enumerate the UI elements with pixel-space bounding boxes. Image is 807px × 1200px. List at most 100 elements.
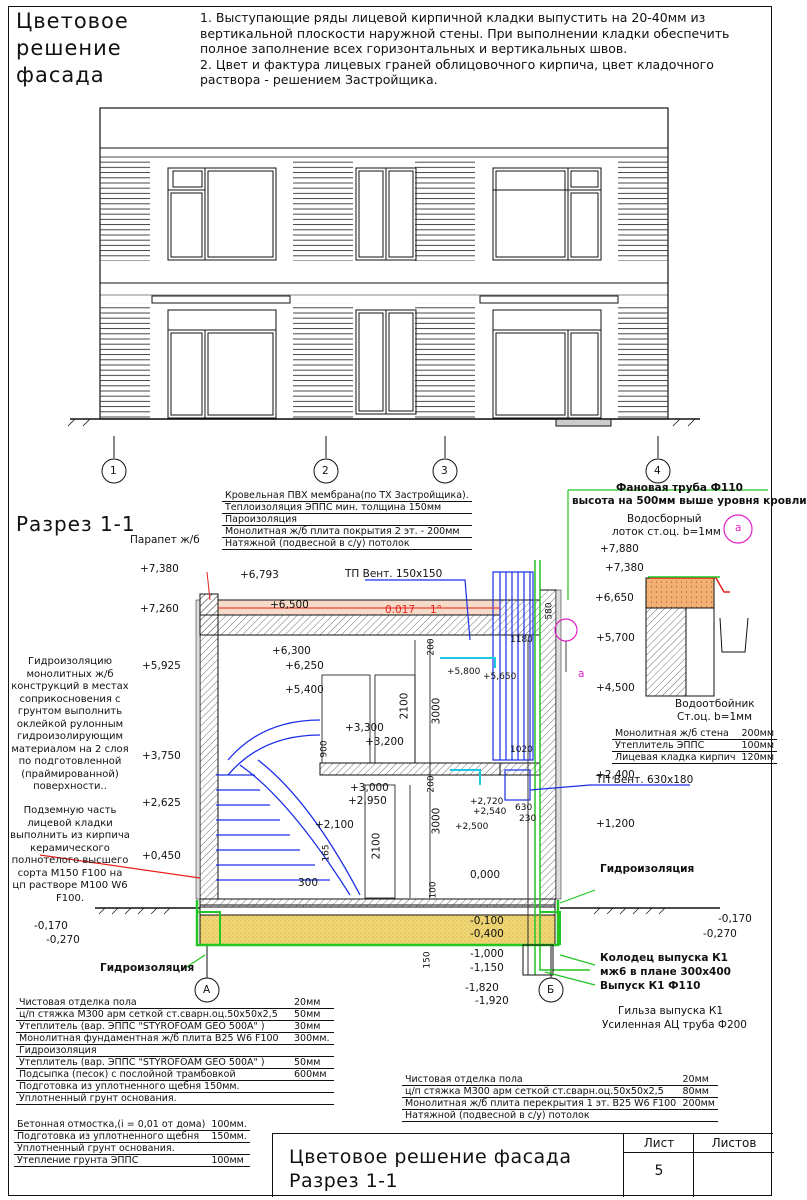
level-m1150: -1,150 — [470, 962, 504, 974]
floor-spec-name: Подготовка из уплотненного щебня 150мм. — [16, 1080, 292, 1093]
level-6500: +6,500 — [270, 599, 309, 611]
label-gutter: Водосборный — [627, 513, 702, 525]
label-sleeve: Гильза выпуска К1 — [618, 1005, 724, 1017]
level-6650: +6,650 — [595, 592, 634, 604]
axis-1: 1 — [110, 465, 117, 477]
label-waterproof-left: Гидроизоляция — [100, 962, 195, 974]
level-m1820: -1,820 — [465, 982, 499, 994]
wall-spec-val: 120мм — [738, 751, 777, 764]
dim-165: 165 — [321, 844, 332, 862]
label-gutter-spec: лоток ст.оц. b=1мм — [612, 526, 721, 538]
label-drip-spec: Ст.оц. b=1мм — [677, 711, 753, 723]
roof-spec-row: Монолитная ж/б плита покрытия 2 эт. - 20… — [222, 525, 472, 538]
dim-2100-upper: 2100 — [398, 692, 411, 720]
level-3000: +3,000 — [350, 782, 389, 794]
blind-spec-name: Бетонная отмостка,(i = 0,01 от дома) — [14, 1119, 209, 1131]
floor-spec-val: 20мм — [291, 997, 334, 1009]
section-1-1 — [39, 489, 768, 986]
blind-spec-name: Уплотненный грунт основания. — [14, 1142, 209, 1155]
axis-3: 3 — [441, 465, 448, 477]
stamp-sheets-col: Листов — [693, 1134, 774, 1197]
stamp-subtitle: Разрез 1-1 — [289, 1170, 399, 1192]
callout-a-section: а — [578, 668, 585, 680]
stamp-sheet-col: Лист 5 — [623, 1134, 694, 1197]
slab-spec-name: Монолитная ж/б плита перекрытия 1 эт. В2… — [402, 1097, 680, 1110]
callout-a-detail: а — [735, 522, 742, 534]
label-drip: Водоотбойник — [675, 698, 755, 710]
floor-spec-name: Чистовая отделка пола — [16, 997, 292, 1009]
blind-spec-val — [208, 1142, 250, 1155]
slab-spec-name: Чистовая отделка пола — [402, 1074, 680, 1086]
floor-spec-name: Гидроизоляция — [16, 1044, 292, 1057]
dim-200-mid: 200 — [426, 775, 437, 793]
label-well: Колодец выпуска К1 — [600, 952, 728, 964]
level-m0270-right: -0,270 — [703, 928, 737, 940]
floor-spec-val: 600мм — [291, 1068, 334, 1081]
level-5650: +5,650 — [483, 672, 517, 682]
dim-100: 100 — [428, 881, 439, 899]
sheet-title: Цветовое решение фасада — [16, 8, 129, 89]
level-5400: +5,400 — [285, 684, 324, 696]
level-m0170-left: -0,170 — [34, 920, 68, 932]
label-well-size: мж6 в плане 300х400 — [600, 966, 731, 978]
level-2625: +2,625 — [142, 797, 181, 809]
wall-spec-val: 100мм — [738, 739, 777, 752]
dim-2100-lower: 2100 — [370, 832, 383, 860]
dim-3000-upper: 3000 — [430, 697, 443, 725]
label-waterproof-right: Гидроизоляция — [600, 863, 695, 875]
level-5800: +5,800 — [447, 667, 481, 677]
roof-spec-row: Теплоизоляция ЭППС мин. толщина 150мм — [222, 501, 472, 514]
wall-spec-name: Монолитная ж/б стена — [612, 728, 739, 740]
slab-spec-name: ц/п стяжка М300 арм сеткой ст.сварн.оц.5… — [402, 1085, 680, 1098]
floor-spec-val: 30мм — [291, 1020, 334, 1033]
label-outlet: Выпуск К1 Ф110 — [600, 980, 701, 992]
slab-spec-val: 80мм — [679, 1085, 718, 1098]
note-1: 1. Выступающие ряды лицевой кирпичной кл… — [200, 10, 730, 56]
general-notes: 1. Выступающие ряды лицевой кирпичной кл… — [200, 10, 760, 88]
section-title: Разрез 1-1 — [16, 512, 136, 536]
axis-A: А — [203, 984, 211, 996]
level-3200: +3,200 — [365, 736, 404, 748]
dim-300: 300 — [298, 877, 319, 889]
floor-spec-val — [291, 1092, 334, 1105]
level-m0100: -0,100 — [470, 915, 504, 927]
level-7260: +7,260 — [140, 603, 179, 615]
title-line-3: фасада — [16, 63, 105, 87]
title-line-2: решение — [16, 36, 122, 60]
roof-slope-deg: 1° — [430, 604, 442, 616]
stamp-sheet-header: Лист — [624, 1134, 694, 1153]
level-m1920: -1,920 — [475, 995, 509, 1007]
level-6250: +6,250 — [285, 660, 324, 672]
axis-4: 4 — [654, 465, 661, 477]
blind-spec-val: 100мм. — [208, 1119, 250, 1131]
level-2950: +2,950 — [348, 795, 387, 807]
slab-spec-val — [679, 1109, 718, 1122]
level-2500: +2,500 — [455, 822, 489, 832]
floor-spec-name: Подсыпка (песок) с послойной трамбовкой — [16, 1068, 292, 1081]
level-5700: +5,700 — [596, 632, 635, 644]
slab-spec-val: 200мм — [679, 1097, 718, 1110]
level-7380-right: +7,380 — [605, 562, 644, 574]
floor-spec-val: 50мм — [291, 1056, 334, 1069]
level-2540: +2,540 — [473, 807, 507, 817]
note-2: 2. Цвет и фактура лицевых граней облицов… — [200, 56, 714, 88]
grid-axes — [101, 436, 671, 1003]
axis-2: 2 — [322, 465, 329, 477]
dim-1180: 1180 — [510, 635, 533, 645]
label-sleeve-pipe: Усиленная АЦ труба Ф200 — [602, 1019, 747, 1031]
title-line-1: Цветовое — [16, 9, 129, 33]
dim-630: 630 — [515, 803, 533, 813]
level-2720: +2,720 — [470, 797, 504, 807]
stamp-title: Цветовое решение фасада — [289, 1146, 572, 1168]
roof-slope: 0.017 — [385, 604, 416, 616]
drawing-sheet: Цветовое решение фасада 1. Выступающие р… — [8, 6, 807, 1197]
note-underground-brick: Подземную часть лицевой кладки выполнить… — [10, 805, 130, 904]
blind-spec-name: Утепление грунта ЭППС — [14, 1154, 209, 1167]
level-7880: +7,880 — [600, 543, 639, 555]
floor-spec-name: ц/п стяжка М300 арм сеткой ст.сварн.оц.5… — [16, 1008, 292, 1021]
label-parapet: Парапет ж/б — [130, 534, 200, 546]
slab-spec-name: Натяжной (подвесной в с/у) потолок — [402, 1109, 680, 1122]
roof-spec-row: Кровельная ПВХ мембрана(по ТХ Застройщик… — [222, 490, 472, 502]
floor-spec-val — [291, 1044, 334, 1057]
